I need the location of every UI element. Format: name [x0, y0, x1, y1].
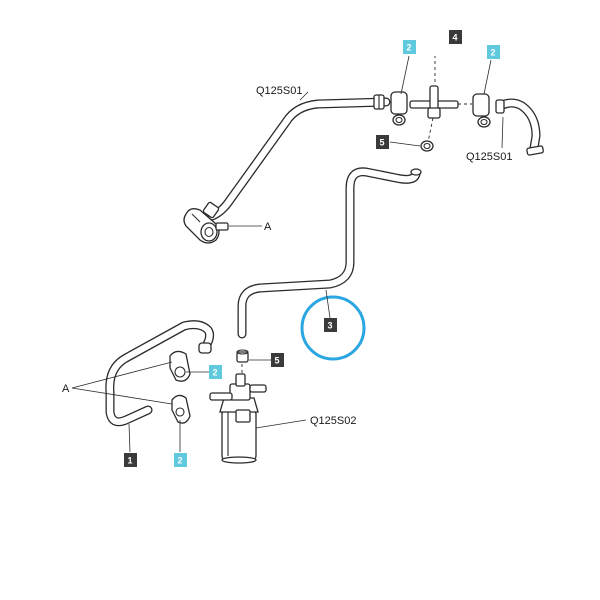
callout-2-top-right: 2 — [487, 45, 500, 59]
callout-number: 2 — [491, 48, 496, 58]
callout-2-top-left: 2 — [403, 40, 416, 54]
sealing-washer-top — [420, 140, 434, 152]
callout-number: 3 — [328, 321, 333, 331]
long-fuel-hose — [237, 167, 422, 339]
callout-5-bottom: 5 — [271, 353, 284, 367]
callout-number: 2 — [407, 43, 412, 53]
callout-2-mid: 2 — [209, 365, 222, 379]
callout-4: 4 — [449, 30, 462, 44]
hose-clamp-top-right — [458, 93, 491, 128]
ref-label-a-top: A — [264, 221, 272, 233]
lower-fuel-hose — [105, 320, 215, 427]
highlight-circle — [300, 295, 366, 361]
sealing-washer-bottom — [236, 349, 249, 363]
callout-number: 5 — [275, 356, 280, 366]
upper-left-return-hose — [207, 97, 391, 221]
callout-5-top: 5 — [376, 135, 389, 149]
callout-number: 2 — [213, 368, 218, 378]
ref-label-a-bottom: A — [62, 383, 70, 395]
hose-clamp-top — [373, 94, 385, 110]
banjo-fitting-left — [183, 208, 229, 244]
callout-3: 3 — [324, 318, 337, 332]
hose-clamp-lower-left — [202, 201, 220, 219]
hose-clamp-middle — [169, 350, 191, 382]
callout-2-bottom: 2 — [174, 453, 187, 467]
tee-fitting — [409, 56, 459, 143]
ref-label-q125s01-top: Q125S01 — [256, 85, 302, 97]
ref-label-q125s02: Q125S02 — [310, 415, 356, 427]
callout-1: 1 — [124, 453, 137, 467]
callout-number: 4 — [453, 33, 458, 43]
hose-clamp-top-left — [390, 91, 408, 126]
hose-clamp-lower — [171, 394, 191, 424]
fuel-filter — [209, 364, 267, 464]
callout-number: 1 — [128, 456, 133, 466]
right-return-hose — [495, 98, 544, 156]
callout-number: 2 — [178, 456, 183, 466]
leader-lines — [71, 55, 504, 453]
ref-label-q125s01-right: Q125S01 — [466, 151, 512, 163]
callout-number: 5 — [380, 138, 385, 148]
